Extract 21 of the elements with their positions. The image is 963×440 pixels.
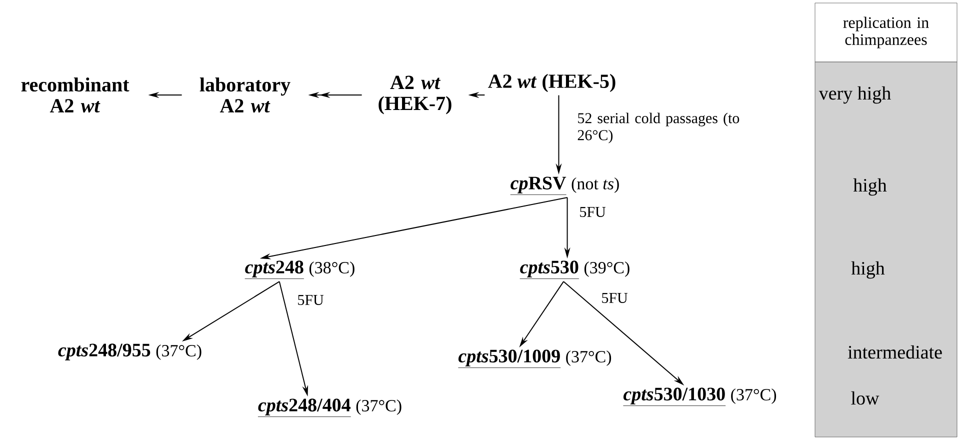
strain-label: cpts248/955 (37°C) <box>58 344 202 360</box>
edge-label: 5FU <box>580 207 606 217</box>
header-box: replication in chimpanzees <box>814 2 958 62</box>
rating-text: high <box>853 178 887 196</box>
strain-label: laboratory A2 wt <box>200 77 290 113</box>
rating-text: intermediate <box>848 345 942 359</box>
rating-text: high <box>851 261 885 279</box>
rating-text: low <box>851 391 880 405</box>
strain-label: A2 wt (HEK-7) <box>378 76 452 114</box>
strain-label: cpts530 (39°C) <box>520 260 630 279</box>
strain-label: cpts248 (38°C) <box>244 260 354 279</box>
strain-label: cpts530/1030 (37°C) <box>623 388 776 406</box>
strain-label: recombinant A2 wt <box>21 77 130 113</box>
strain-label: A2 wt (HEK-5) <box>488 74 616 92</box>
edge-label: 5FU <box>602 293 628 303</box>
rating-text: very high <box>818 86 891 104</box>
edge-label: 5FU <box>298 295 324 305</box>
edge-label: 52 serial cold passages (to 26°C) <box>578 112 740 144</box>
strain-label: cpts530/1009 (37°C) <box>458 350 612 368</box>
strain-label: cpts248/404 (37°C) <box>258 398 402 417</box>
strain-label: cpRSV (not ts) <box>510 176 619 195</box>
